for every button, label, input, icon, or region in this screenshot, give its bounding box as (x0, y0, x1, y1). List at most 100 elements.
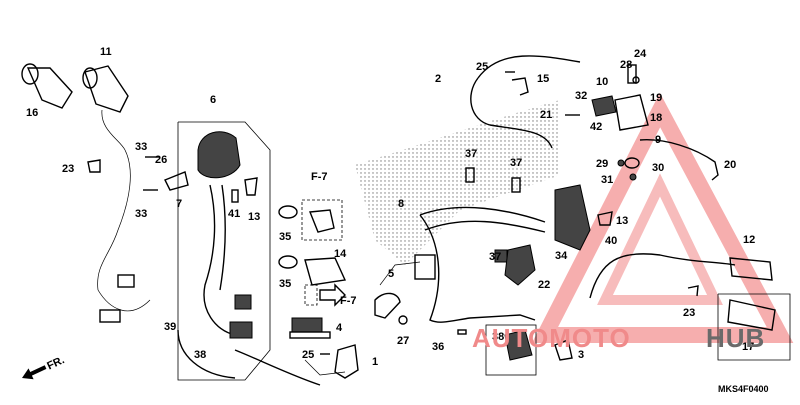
part-15 (511, 77, 529, 96)
lower-harness-left (177, 329, 236, 379)
callout-6: 6 (210, 94, 216, 106)
callout-15: 15 (537, 73, 549, 85)
callout-4: 4 (336, 322, 343, 334)
part-23b (687, 285, 699, 297)
callout-25b: 25 (302, 349, 314, 361)
callout-21: 21 (540, 109, 552, 121)
part-10 (591, 95, 617, 117)
callout-18: 18 (650, 112, 662, 124)
callout-38a: 38 (194, 349, 206, 361)
callout-9: 9 (655, 134, 661, 146)
callout-11: 11 (100, 46, 112, 58)
part-37b (511, 177, 521, 193)
part-28 (627, 64, 637, 84)
callout-40: 40 (605, 235, 617, 247)
callout-38b: 38 (492, 331, 504, 343)
callout-34: 34 (555, 250, 568, 262)
callout-5: 5 (388, 268, 394, 280)
callout-23b: 23 (683, 307, 695, 319)
heated-grip (82, 65, 151, 312)
connector-8 (414, 254, 436, 280)
part-4 (291, 317, 323, 333)
handlebar-8 (419, 206, 546, 323)
part-30 (624, 157, 640, 169)
front-direction-arrow: FR. (22, 354, 66, 380)
watermark-part1: AUTOMOTO (472, 323, 631, 353)
watermark-part2: HUB (706, 323, 765, 353)
callout-23a: 23 (62, 163, 74, 175)
group-box-38 (485, 324, 537, 376)
callout-13b: 13 (616, 215, 628, 227)
connector-upper-left (117, 274, 135, 288)
callout-35a: 35 (279, 231, 291, 243)
group-box-6 (177, 121, 271, 381)
part-4-base (289, 331, 331, 339)
callout-25a: 25 (476, 61, 488, 73)
group-box-17 (717, 293, 791, 361)
callout-17: 17 (742, 341, 754, 353)
callout-19: 19 (650, 92, 662, 104)
callout-39: 39 (164, 321, 176, 333)
callout-3: 3 (578, 349, 584, 361)
grip-12 (729, 257, 773, 281)
callout-12: 12 (743, 234, 755, 246)
callout-33a: 33 (135, 141, 147, 153)
grip-17 (727, 299, 776, 331)
f7-dashed-box (301, 199, 343, 241)
part-41 (231, 189, 239, 203)
callout-14: 14 (334, 248, 347, 260)
watermark-triangle (531, 92, 794, 343)
diagram-code: MKS4F0400 (718, 384, 769, 394)
callout-32: 32 (575, 90, 587, 102)
bracket-f7 (309, 209, 335, 233)
right-switch-22 (504, 184, 591, 286)
frame-silhouette (355, 100, 560, 265)
left-switch-assembly (197, 131, 253, 339)
part-3 (554, 339, 573, 361)
part-24 (632, 76, 640, 84)
part-13a (244, 177, 258, 196)
part-29 (617, 159, 625, 167)
part-1 (334, 344, 359, 379)
ref-f7-arrow: F-7 (340, 295, 357, 307)
callout-10: 10 (596, 76, 608, 88)
direction-label: FR. (45, 354, 66, 372)
ref-f7-top: F-7 (311, 171, 328, 183)
grommet-35a (278, 205, 298, 219)
callout-22: 22 (538, 279, 550, 291)
part-38 (504, 329, 533, 361)
callout-37a: 37 (465, 148, 477, 160)
f7-arrow (319, 283, 346, 307)
callout-20: 20 (724, 159, 736, 171)
harness-14 (304, 257, 347, 286)
callout-24: 24 (634, 48, 647, 60)
callout-7: 7 (176, 198, 182, 210)
part-31 (629, 173, 637, 181)
grommet-35b (278, 255, 298, 269)
f7-arrow-box (304, 284, 318, 306)
callout-8: 8 (398, 198, 404, 210)
callout-13a: 13 (248, 211, 260, 223)
grip-cable (589, 253, 736, 299)
callout-29: 29 (596, 158, 608, 170)
callout-42: 42 (590, 121, 602, 133)
callout-31: 31 (601, 174, 613, 186)
part-37a (465, 167, 475, 183)
watermark-logo: AUTOMOTO HUB (472, 323, 765, 353)
part-27 (398, 315, 408, 325)
lever-20 (639, 139, 719, 181)
callout-33b: 33 (135, 208, 147, 220)
callout-30: 30 (652, 162, 664, 174)
connector-left (99, 309, 121, 323)
callout-16: 16 (26, 107, 38, 119)
callout-2: 2 (435, 73, 441, 85)
lower-harness (234, 349, 321, 386)
callout-37c: 37 (489, 251, 501, 263)
part-36 (457, 329, 467, 335)
part-13b (597, 211, 613, 226)
callout-27: 27 (397, 335, 409, 347)
part-5 (374, 292, 401, 319)
callout-37b: 37 (510, 157, 522, 169)
